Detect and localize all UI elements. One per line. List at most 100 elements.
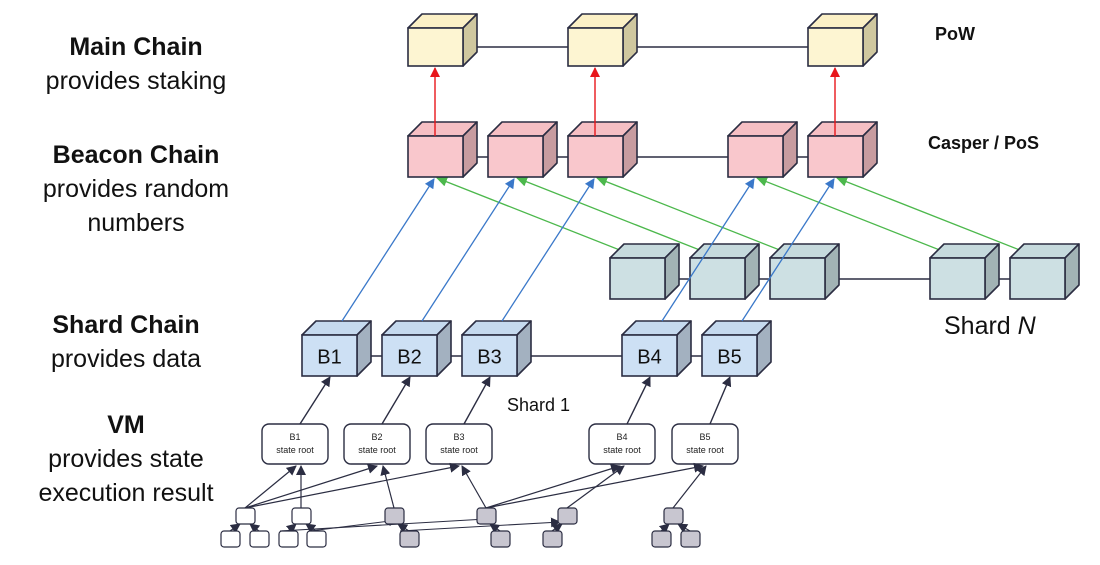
state-root-text: state root bbox=[603, 445, 641, 455]
layer-desc: provides state bbox=[48, 445, 204, 473]
state-root-box: B1 state root bbox=[261, 423, 329, 465]
shard-n-crosslink-arrow bbox=[836, 177, 1041, 259]
trie-node bbox=[384, 507, 405, 525]
state-root-block-name: B4 bbox=[616, 432, 627, 442]
state-root-text: state root bbox=[276, 445, 314, 455]
state-root-to-block-arrow bbox=[709, 376, 732, 425]
cube-front-face bbox=[567, 27, 624, 67]
shard-n-block bbox=[929, 243, 1000, 300]
trie-to-state-root-arrow bbox=[485, 463, 621, 509]
leaf-to-node-arrow bbox=[229, 523, 241, 534]
leaf-to-node-arrow bbox=[249, 523, 261, 534]
layer-desc: execution result bbox=[38, 479, 214, 507]
trie-node bbox=[235, 507, 256, 525]
trie-to-state-root-arrow bbox=[461, 465, 487, 509]
leaf-to-node-arrow bbox=[279, 514, 487, 532]
beacon-chain-block bbox=[487, 121, 558, 178]
main-chain-block bbox=[807, 13, 878, 67]
layer-label-main-chain: Main Chain provides staking bbox=[20, 30, 252, 98]
shard-1-crosslink-arrow bbox=[741, 178, 835, 322]
state-root-frame bbox=[425, 423, 493, 465]
trie-to-state-root-arrow bbox=[672, 465, 707, 509]
cube-front-face bbox=[487, 135, 544, 178]
state-root-to-block-arrow bbox=[299, 376, 331, 425]
state-root-text: state root bbox=[686, 445, 724, 455]
state-root-box: B5 state root bbox=[671, 423, 739, 465]
trie-node bbox=[557, 507, 578, 525]
state-root-block-name: B1 bbox=[289, 432, 300, 442]
state-root-box: B4 state root bbox=[588, 423, 656, 465]
layer-label-shard-chain: Shard Chain provides data bbox=[10, 308, 242, 376]
cube-front-face bbox=[727, 135, 784, 178]
leaf-to-node-arrow bbox=[489, 523, 501, 534]
shard-n-crosslink-arrow bbox=[436, 177, 641, 259]
shard-n-crosslink-arrow bbox=[516, 177, 721, 259]
state-root-to-block-arrow bbox=[626, 376, 651, 425]
cube-front-face bbox=[701, 334, 758, 377]
beacon-chain-block bbox=[727, 121, 798, 178]
shard-1-block-b3: B3 bbox=[461, 320, 532, 377]
state-root-block-name: B2 bbox=[371, 432, 382, 442]
trie-to-state-root-arrow bbox=[566, 465, 625, 509]
trie-to-state-root-arrow bbox=[244, 465, 297, 509]
trie-leaf bbox=[399, 530, 420, 548]
cube-front-face bbox=[461, 334, 518, 377]
trie-leaf bbox=[651, 530, 672, 548]
shard-n-block bbox=[609, 243, 680, 300]
block-label: B2 bbox=[397, 347, 421, 369]
beacon-chain-block bbox=[407, 121, 478, 178]
shard-1-block-b1: B1 bbox=[301, 320, 372, 377]
trie-to-state-root-arrow bbox=[380, 465, 395, 509]
state-root-block-name: B5 bbox=[699, 432, 710, 442]
cube-front-face bbox=[407, 135, 464, 178]
shard-1-label: Shard 1 bbox=[507, 395, 571, 415]
cube-front-face bbox=[807, 135, 864, 178]
main-chain-block bbox=[407, 13, 478, 67]
cube-front-face bbox=[407, 27, 464, 67]
state-root-frame bbox=[671, 423, 739, 465]
trie-leaf bbox=[680, 530, 701, 548]
block-label: B1 bbox=[317, 347, 341, 369]
state-root-block-name: B3 bbox=[453, 432, 464, 442]
trie-leaf bbox=[490, 530, 511, 548]
layer-desc: provides random bbox=[42, 175, 230, 203]
trie-to-state-root-arrow bbox=[244, 463, 378, 509]
casper-pos-tag: Casper / PoS bbox=[928, 133, 1040, 153]
leaf-to-node-arrow bbox=[677, 523, 691, 533]
cube-front-face bbox=[769, 257, 826, 300]
shard-1-block-b5: B5 bbox=[701, 320, 772, 377]
trie-leaf bbox=[278, 530, 299, 548]
cube-front-face bbox=[807, 27, 864, 67]
trie-node bbox=[476, 507, 497, 525]
layer-desc: numbers bbox=[87, 209, 185, 237]
leaf-to-node-arrow bbox=[551, 523, 563, 534]
cube-front-face bbox=[567, 135, 624, 178]
trie-node bbox=[291, 507, 312, 525]
layer-title: Main Chain bbox=[69, 33, 203, 61]
main-chain-block bbox=[567, 13, 638, 67]
state-root-frame bbox=[588, 423, 656, 465]
cube-front-face bbox=[381, 334, 438, 377]
shard-n-variable: N bbox=[1017, 312, 1036, 340]
state-root-frame bbox=[261, 423, 329, 465]
shard-n-label: Shard N bbox=[944, 312, 1036, 340]
leaf-to-node-arrow bbox=[399, 517, 561, 532]
cube-front-face bbox=[929, 257, 986, 300]
state-root-to-block-arrow bbox=[463, 376, 491, 425]
trie-to-state-root-arrow bbox=[244, 462, 460, 509]
trie-node bbox=[663, 507, 684, 525]
shard-n-block bbox=[1009, 243, 1080, 300]
shard-1-block-b2: B2 bbox=[381, 320, 452, 377]
layer-label-vm: VM provides state execution result bbox=[10, 408, 242, 510]
leaf-to-node-arrow bbox=[309, 516, 399, 532]
block-label: B3 bbox=[477, 347, 501, 369]
trie-leaf bbox=[542, 530, 563, 548]
shard-1-block-b4: B4 bbox=[621, 320, 692, 377]
shard-n-block bbox=[689, 243, 760, 300]
shard-1-crosslink-arrow bbox=[661, 178, 755, 322]
shard-1-crosslink-arrow bbox=[501, 178, 595, 322]
state-root-text: state root bbox=[440, 445, 478, 455]
leaf-to-node-arrow bbox=[397, 523, 410, 534]
